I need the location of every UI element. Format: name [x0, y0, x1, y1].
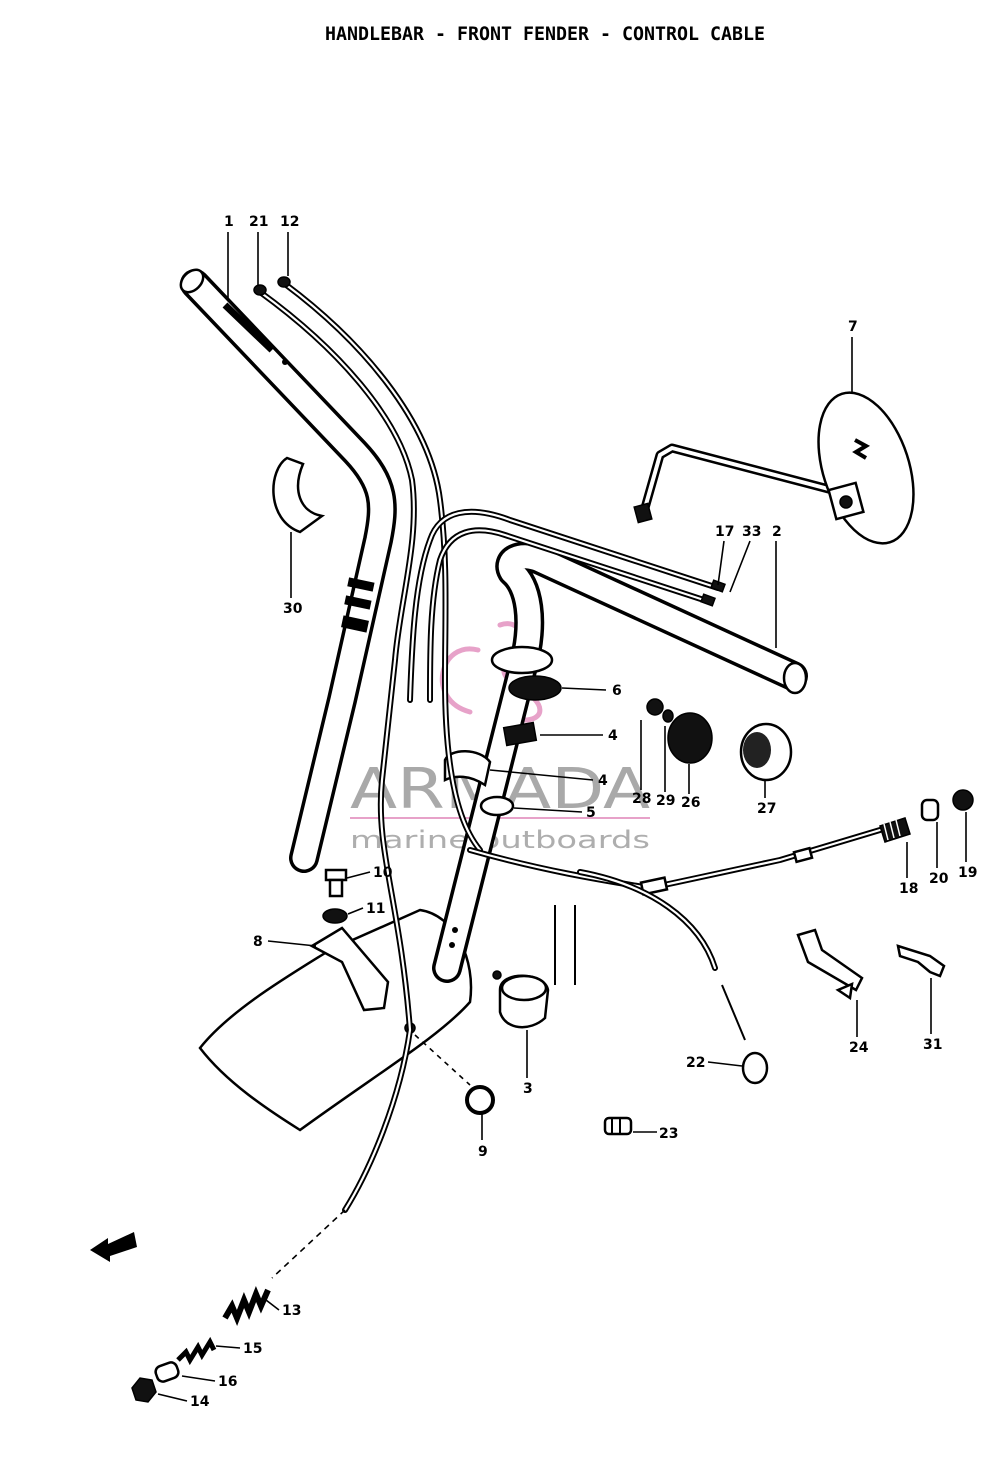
handlebar — [179, 268, 397, 873]
part-label-23: 23 — [659, 1126, 678, 1142]
lamp-bolts — [554, 905, 576, 985]
nut-19 — [952, 789, 974, 811]
part-label-7: 7 — [848, 319, 858, 335]
clip-23 — [603, 1116, 633, 1136]
part-label-22: 22 — [686, 1055, 705, 1071]
ball-28 — [646, 698, 664, 716]
part-label-21: 21 — [249, 214, 268, 230]
part-label-13: 13 — [282, 1303, 301, 1319]
part-label-14: 14 — [190, 1394, 210, 1410]
part-label-33: 33 — [742, 524, 761, 540]
upper-ring — [490, 645, 554, 675]
part-label-20: 20 — [929, 871, 949, 887]
part-label-17: 17 — [715, 524, 734, 540]
front-fender — [198, 908, 473, 1132]
adjuster-18 — [879, 817, 911, 843]
cap-9 — [465, 1085, 495, 1115]
diagram-title: HANDLEBAR - FRONT FENDER - CONTROL CABLE — [325, 23, 765, 45]
throttle-cable — [467, 827, 883, 896]
leader-lines — [157, 232, 967, 1402]
bolt-10 — [324, 868, 348, 898]
cable-clamp-30 — [272, 456, 326, 534]
cable-17 — [407, 508, 726, 703]
left-switch-bands — [341, 577, 375, 633]
washer-5 — [479, 795, 515, 817]
washer-29 — [662, 709, 674, 723]
handlebar-right-end — [782, 661, 808, 695]
mirror-bolt — [633, 502, 653, 524]
bracket-24 — [796, 928, 864, 1001]
mirror — [633, 391, 915, 545]
control-cables — [253, 276, 883, 1279]
rivet-leader — [414, 1034, 471, 1086]
clamp-assembly — [443, 645, 562, 817]
part-label-2: 2 — [772, 524, 782, 540]
cable-12 — [277, 276, 483, 853]
branch-cable — [577, 869, 718, 971]
part-label-9: 9 — [478, 1144, 488, 1160]
part-label-15: 15 — [243, 1341, 262, 1357]
part-label-24: 24 — [849, 1040, 869, 1056]
sleeve-16 — [154, 1361, 180, 1383]
cable-inner-wire — [271, 1209, 346, 1279]
watermark-tagline: marine outboards — [350, 826, 650, 854]
handlebar-mark — [222, 302, 275, 353]
fender-bracket — [309, 926, 390, 1012]
part-label-31: 31 — [923, 1037, 942, 1053]
part-label-27: 27 — [757, 801, 776, 817]
cable-33 — [427, 527, 716, 703]
part-label-29: 29 — [656, 793, 675, 809]
part-label-4-lower: 4 — [598, 773, 608, 789]
part-label-30: 30 — [283, 601, 303, 617]
part-label-4-upper: 4 — [608, 728, 618, 744]
part-label-26: 26 — [681, 795, 700, 811]
part-label-16: 16 — [218, 1374, 237, 1390]
part-label-5: 5 — [586, 805, 596, 821]
part-labels: 1 21 12 7 17 33 2 30 6 4 4 5 28 29 26 27… — [190, 214, 977, 1410]
part-label-10: 10 — [373, 865, 393, 881]
part-label-18: 18 — [899, 881, 918, 897]
knob-3 — [492, 970, 550, 1029]
small-parts — [90, 456, 974, 1403]
mirror-emblem — [852, 438, 871, 460]
nut-14 — [131, 1377, 157, 1403]
handlebar-left-end — [179, 268, 205, 294]
clamp-nut-6 — [508, 675, 562, 701]
handlebar-stem — [432, 541, 808, 983]
part-label-1: 1 — [224, 214, 234, 230]
cap-22 — [741, 1051, 769, 1085]
part-label-3: 3 — [523, 1081, 533, 1097]
front-direction-arrow — [90, 1232, 137, 1262]
bracket-31 — [896, 944, 946, 978]
mirror-head — [817, 391, 915, 545]
cable-21 — [253, 284, 417, 1213]
part-label-11: 11 — [366, 901, 385, 917]
part-label-8: 8 — [253, 934, 263, 950]
washer-11 — [322, 908, 348, 924]
nut-20 — [920, 798, 940, 822]
cap-26 — [667, 712, 713, 764]
clamp-4-upper — [502, 721, 538, 747]
part-label-6: 6 — [612, 683, 622, 699]
part-label-19: 19 — [958, 865, 977, 881]
part-label-28: 28 — [632, 791, 651, 807]
spring-15 — [176, 1336, 217, 1366]
spring-13 — [222, 1285, 271, 1327]
pin-22 — [721, 984, 746, 1041]
part-label-12: 12 — [280, 214, 299, 230]
